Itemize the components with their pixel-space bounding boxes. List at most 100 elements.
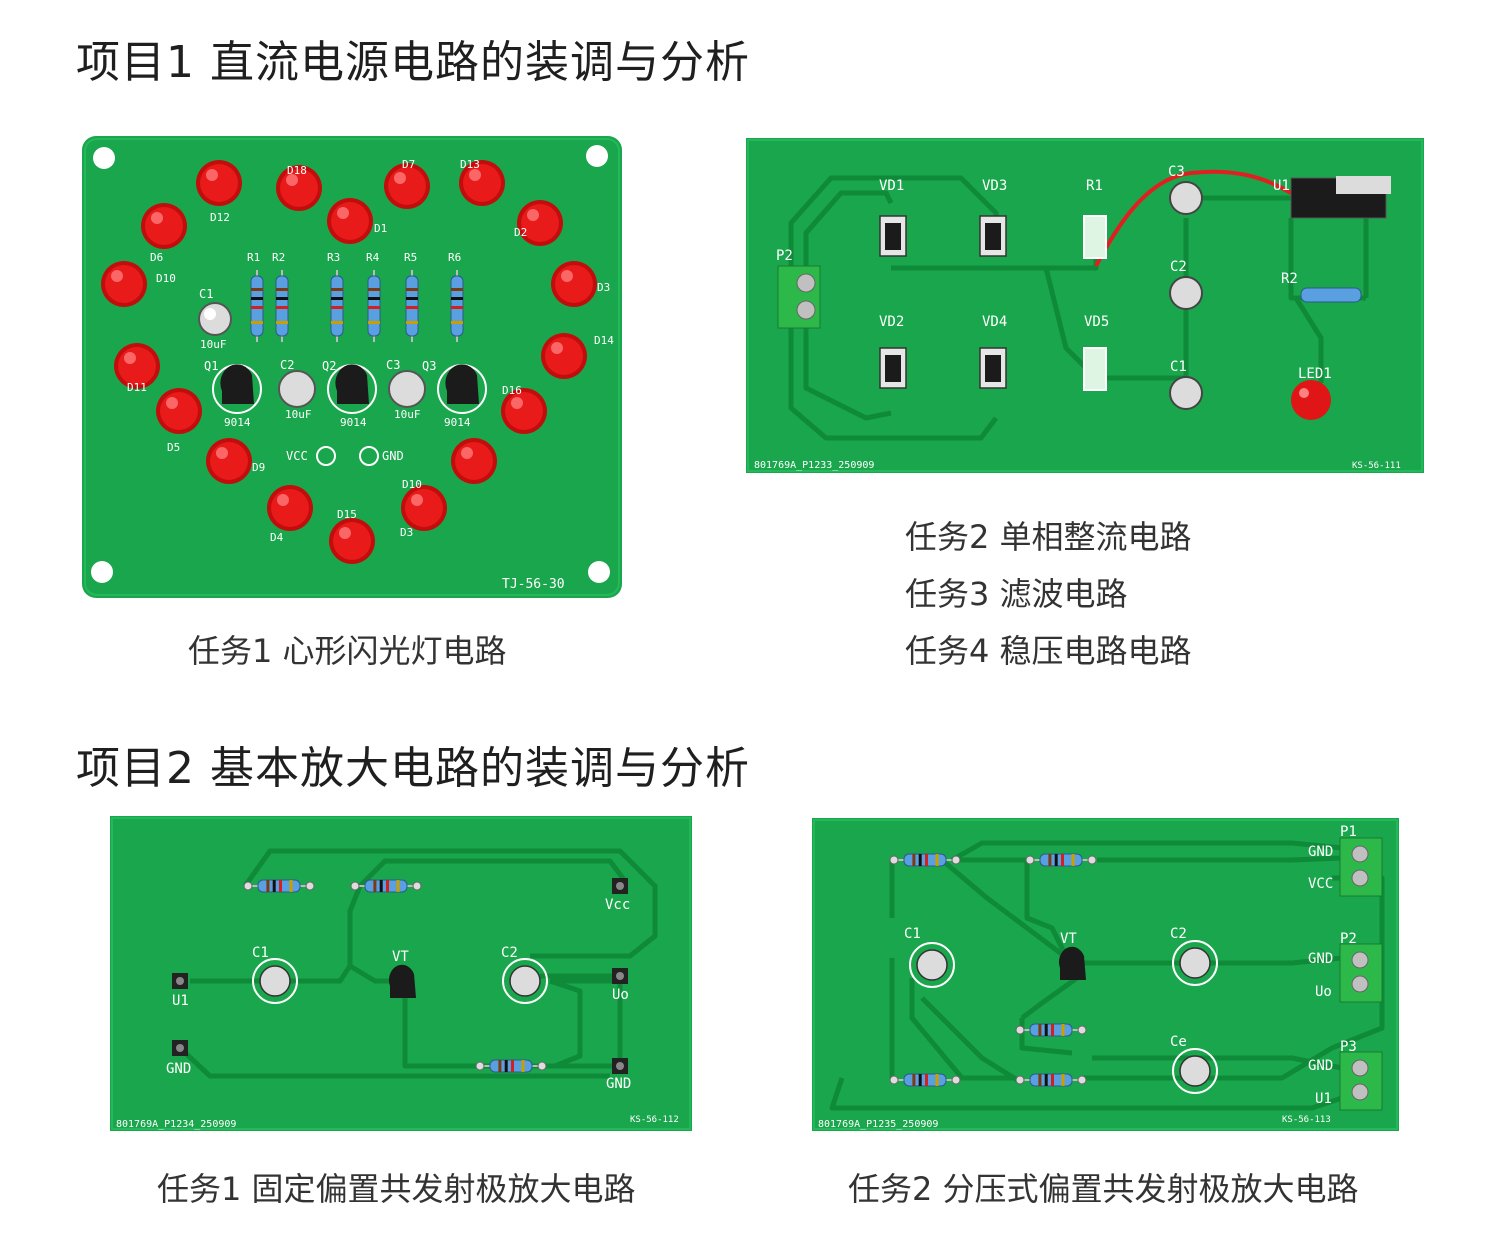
red-led: [459, 160, 505, 206]
silk-label: VD4: [982, 314, 1007, 330]
red-led: [327, 198, 373, 244]
silk-label: VT: [392, 949, 409, 965]
project1-task3-caption: 任务3 滤波电路: [905, 575, 1128, 613]
silk-label: VD2: [879, 314, 904, 330]
silk-label: Ce: [1170, 1034, 1187, 1050]
silk-label: D3: [597, 281, 610, 294]
silk-label: P2: [1340, 931, 1357, 947]
silk-label: D12: [210, 211, 230, 224]
red-led: [451, 438, 497, 484]
svg-text:10uF: 10uF: [285, 408, 312, 421]
silk-label: C2: [501, 945, 518, 961]
project2-task2-caption: 任务2 分压式偏置共发射极放大电路: [848, 1170, 1359, 1208]
silk-label: D4: [270, 531, 284, 544]
red-led: [267, 485, 313, 531]
red-led: [517, 200, 563, 246]
silk-label: Uo: [1315, 984, 1332, 1000]
silk-label: LED1: [1298, 366, 1332, 382]
resistor: [1015, 1023, 1087, 1037]
silk-label: U1: [172, 993, 189, 1009]
red-led: [551, 261, 597, 307]
silk-label: Uo: [612, 987, 629, 1003]
silk-label: D2: [514, 226, 527, 239]
silk-label: D7: [402, 158, 415, 171]
silk-label: D3: [400, 526, 413, 539]
resistor: [405, 270, 419, 342]
silk-label: GND: [166, 1061, 191, 1077]
red-led: [141, 203, 187, 249]
svg-text:C3: C3: [386, 358, 400, 372]
silk-label: P2: [776, 248, 793, 264]
silk-label: R4: [366, 251, 380, 264]
svg-text:10uF: 10uF: [394, 408, 421, 421]
silk-label: VD5: [1084, 314, 1109, 330]
silk-label: VD3: [982, 178, 1007, 194]
b4-silk-code: KS-56-113: [1282, 1115, 1331, 1125]
silk-label: P1: [1340, 824, 1357, 840]
red-led: [541, 333, 587, 379]
svg-text:C2: C2: [280, 358, 294, 372]
project2-title: 项目2 基本放大电路的装调与分析: [76, 743, 750, 794]
silk-label: R1: [1086, 178, 1103, 194]
silk-label: D9: [252, 461, 265, 474]
resistor: [350, 879, 422, 893]
silk-label: U1: [1273, 178, 1290, 194]
silk-label: C1: [252, 945, 269, 961]
red-led: [501, 388, 547, 434]
silk-label: GND: [1308, 951, 1333, 967]
b3-silk-code: KS-56-112: [630, 1115, 679, 1125]
svg-text:Q2: Q2: [322, 359, 336, 373]
svg-text:10uF: 10uF: [200, 338, 227, 351]
silk-label: VCC: [1308, 876, 1333, 892]
b1-cap-label: C1: [199, 287, 213, 301]
b3-pcb-code: 801769A_P1234_250909: [116, 1119, 236, 1130]
svg-text:VCC: VCC: [286, 449, 308, 463]
red-led: [101, 261, 147, 307]
red-led: [114, 343, 160, 389]
svg-text:9014: 9014: [444, 416, 471, 429]
silk-label: D14: [594, 334, 614, 347]
silk-label: C1: [1170, 359, 1187, 375]
silk-label: U1: [1315, 1091, 1332, 1107]
project2-task1-caption: 任务1 固定偏置共发射极放大电路: [157, 1170, 636, 1208]
silk-label: D5: [167, 441, 180, 454]
silk-label: D1: [374, 222, 387, 235]
red-led: [329, 518, 375, 564]
silk-label: D13: [460, 158, 480, 171]
silk-label: VD1: [879, 178, 904, 194]
silk-label: C2: [1170, 926, 1187, 942]
b2-silk-code: KS-56-111: [1352, 461, 1401, 471]
silk-label: D15: [337, 508, 357, 521]
resistor: [275, 270, 289, 342]
project1-task2-caption: 任务2 单相整流电路: [905, 518, 1192, 556]
project1-title: 项目1 直流电源电路的装调与分析: [76, 37, 750, 88]
heart-led-board-image: C1 10uF C2 10uF C3 10uF Q1 Q2 Q3 9014 90…: [82, 136, 622, 598]
silk-label: R3: [327, 251, 340, 264]
svg-text:9014: 9014: [340, 416, 367, 429]
b4-pcb-code: 801769A_P1235_250909: [818, 1119, 938, 1130]
silk-label: D18: [287, 164, 307, 177]
resistor: [889, 1073, 961, 1087]
resistor: [330, 270, 344, 342]
silk-label: D6: [150, 251, 163, 264]
silk-label: R2: [272, 251, 285, 264]
silk-label: C3: [1168, 164, 1185, 180]
resistor: [450, 270, 464, 342]
silk-label: GND: [1308, 844, 1333, 860]
svg-text:Q3: Q3: [422, 359, 436, 373]
silk-label: GND: [606, 1076, 631, 1092]
silk-label: VT: [1060, 931, 1077, 947]
resistor: [243, 879, 315, 893]
resistor: [1015, 1073, 1087, 1087]
project1-task1-caption: 任务1 心形闪光灯电路: [188, 632, 507, 670]
silk-label: D10: [156, 272, 176, 285]
b2-pcb-code: 801769A_P1233_250909: [754, 460, 874, 471]
red-led: [276, 165, 322, 211]
silk-label: R1: [247, 251, 260, 264]
silk-label: D10: [402, 478, 422, 491]
svg-text:Q1: Q1: [204, 359, 218, 373]
silk-label: R6: [448, 251, 461, 264]
